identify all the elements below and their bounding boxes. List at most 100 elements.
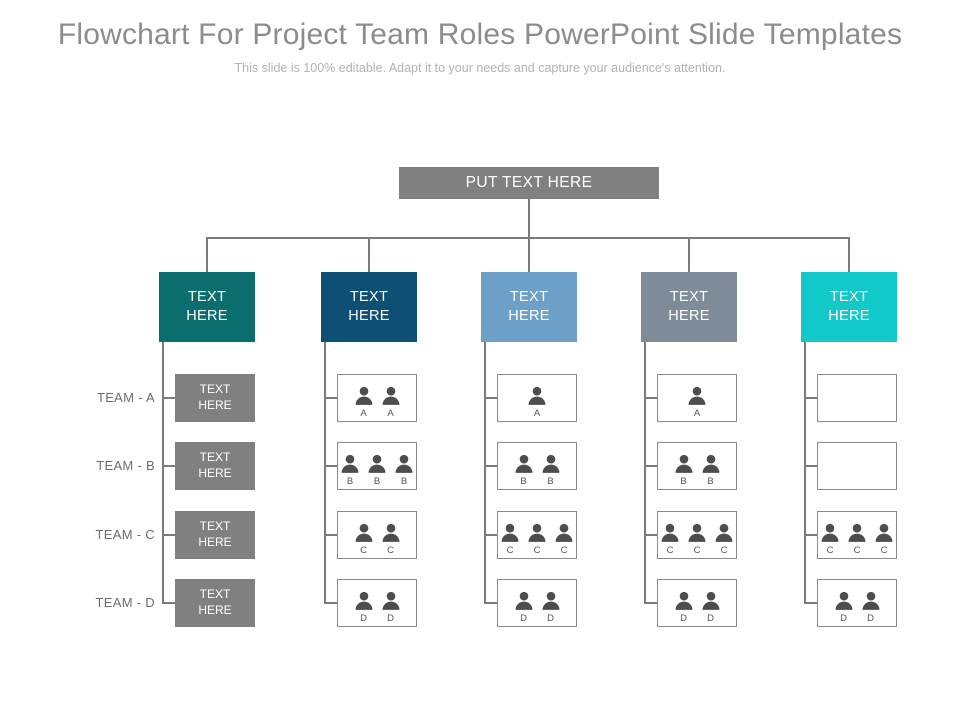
person-label: C	[533, 544, 541, 556]
column-header-label-line2: HERE	[508, 308, 550, 324]
connector-stub-c5-r3	[805, 534, 817, 536]
person-label: D	[680, 612, 687, 624]
person-icon	[368, 454, 386, 476]
person-group-1: A	[354, 386, 374, 419]
connector-stub-c1-r2	[163, 465, 175, 467]
person-icon	[382, 591, 400, 613]
page-title: Flowchart For Project Team Roles PowerPo…	[57, 18, 903, 51]
person-icon	[542, 591, 560, 613]
column-header-label-line2: HERE	[186, 308, 228, 324]
person-group-3: B	[394, 454, 414, 487]
cell-c5-r2[interactable]	[817, 442, 897, 490]
person-icon	[515, 591, 533, 613]
person-label: D	[707, 612, 714, 624]
person-label: D	[840, 612, 847, 624]
person-icon	[675, 591, 693, 613]
row-label-4: TEAM - D	[95, 595, 155, 610]
person-group-2: C	[847, 523, 867, 556]
connector-stub-c2-r3	[325, 534, 337, 536]
connector-stub-c4-r3	[645, 534, 657, 536]
person-group-3: C	[874, 523, 894, 556]
person-group-2: D	[381, 591, 401, 624]
cell-label-line1: TEXT	[199, 519, 231, 534]
connector-stub-c1-r3	[163, 534, 175, 536]
column-header-label-line2: HERE	[668, 308, 710, 324]
person-group-1: D	[834, 591, 854, 624]
person-label: B	[707, 475, 714, 487]
connector-stub-c3-r3	[485, 534, 497, 536]
row-label-3: TEAM - C	[95, 527, 155, 542]
root-node[interactable]: PUT TEXT HERE	[399, 167, 659, 199]
person-group-2: C	[687, 523, 707, 556]
connector-drop-col-3	[528, 237, 530, 272]
person-label: C	[853, 544, 861, 556]
person-label: B	[680, 475, 687, 487]
cell-c4-r1[interactable]: A	[657, 374, 737, 422]
person-label: A	[360, 407, 367, 419]
person-label: C	[693, 544, 701, 556]
person-label: B	[520, 475, 527, 487]
connector-spine-col-3	[484, 342, 486, 604]
connector-stub-c3-r2	[485, 465, 497, 467]
column-header-1[interactable]: TEXT HERE	[159, 272, 255, 342]
person-label: A	[533, 407, 541, 419]
connector-drop-col-2	[368, 237, 370, 272]
person-group-2: A	[381, 386, 401, 419]
cell-c3-r1[interactable]: A	[497, 374, 577, 422]
row-label-2: TEAM - B	[96, 458, 155, 473]
connector-drop-col-5	[848, 237, 850, 272]
person-group-1: C	[660, 523, 680, 556]
person-icon	[341, 454, 359, 476]
connector-spine-col-2	[324, 342, 326, 604]
connector-stub-c4-r4	[645, 602, 657, 604]
column-header-label-line1: TEXT	[829, 288, 869, 305]
person-label: A	[387, 407, 394, 419]
column-header-label-line1: TEXT	[187, 288, 227, 305]
person-group-3: C	[554, 523, 574, 556]
person-group-2: C	[527, 523, 547, 556]
person-icon	[715, 523, 733, 545]
person-label: C	[560, 544, 568, 556]
connector-root-stem	[528, 199, 530, 237]
person-icon	[862, 591, 880, 613]
person-label: D	[867, 612, 874, 624]
cell-c5-r1[interactable]	[817, 374, 897, 422]
person-group-2: B	[367, 454, 387, 487]
cell-label-line1: TEXT	[199, 382, 231, 397]
connector-stub-c4-r1	[645, 397, 657, 399]
connector-stub-c4-r2	[645, 465, 657, 467]
person-label: D	[520, 612, 527, 624]
person-icon	[875, 523, 893, 545]
connector-drop-col-1	[206, 237, 208, 272]
person-icon	[848, 523, 866, 545]
person-group-1: D	[674, 591, 694, 624]
person-label: C	[880, 544, 888, 556]
person-icon	[528, 523, 546, 545]
person-group-1: C	[820, 523, 840, 556]
cell-label-line1: TEXT	[199, 450, 231, 465]
person-group-1: B	[514, 454, 534, 487]
connector-stub-c5-r4	[805, 602, 817, 604]
person-group-3: C	[714, 523, 734, 556]
row-label-1: TEAM - A	[96, 390, 155, 405]
